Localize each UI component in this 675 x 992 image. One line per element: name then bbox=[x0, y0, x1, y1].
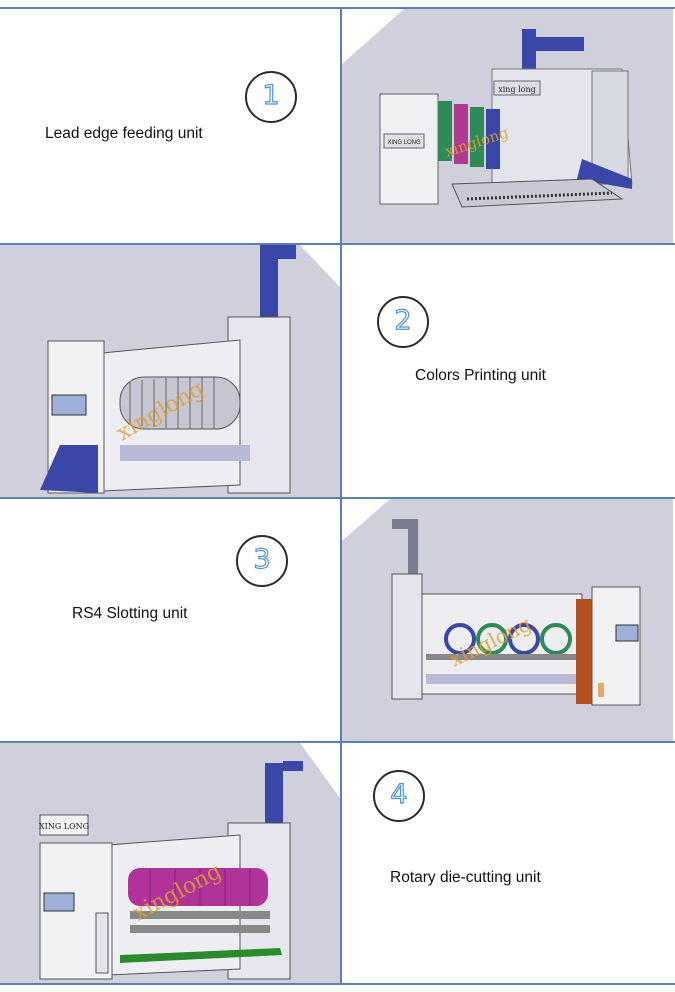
unit-1-text-cell: 1 Lead edge feeding unit bbox=[0, 9, 340, 243]
unit-2-number: 2 bbox=[394, 304, 412, 336]
unit-1-machine-image: xing long XING LONG xinglong bbox=[342, 9, 673, 243]
unit-4-machine-image: XING LONG xinglong bbox=[0, 743, 340, 983]
unit-2-text-cell: 2 Colors Printing unit bbox=[342, 245, 675, 497]
unit-3-number: 3 bbox=[253, 543, 271, 575]
unit-4-nameplate: XING LONG bbox=[39, 822, 89, 831]
grid-line-row2 bbox=[0, 497, 675, 499]
unit-4-number: 4 bbox=[390, 778, 408, 810]
unit-3-text-cell: 3 RS4 Slotting unit bbox=[0, 499, 340, 741]
grid-line-middle bbox=[340, 7, 342, 985]
unit-1-nameplate: xing long bbox=[498, 85, 536, 94]
unit-3-label: RS4 Slotting unit bbox=[72, 605, 188, 622]
unit-3-machine-image: xinglong bbox=[342, 499, 673, 741]
unit-2-machine-image: xinglong bbox=[0, 245, 340, 497]
grid-line-top bbox=[0, 7, 675, 9]
unit-3-number-badge: 3 bbox=[236, 535, 288, 587]
unit-4-text-cell: 4 Rotary die-cutting unit bbox=[342, 743, 675, 983]
unit-4-number-badge: 4 bbox=[373, 770, 425, 822]
unit-4-label: Rotary die-cutting unit bbox=[390, 869, 541, 886]
grid-line-bottom bbox=[0, 983, 675, 985]
unit-2-label: Colors Printing unit bbox=[415, 367, 546, 384]
unit-1-label: Lead edge feeding unit bbox=[45, 125, 203, 142]
unit-1-number-badge: 1 bbox=[245, 71, 297, 123]
grid-line-row1 bbox=[0, 243, 675, 245]
unit-1-panel-text: XING LONG bbox=[387, 140, 421, 146]
unit-2-number-badge: 2 bbox=[377, 296, 429, 348]
grid-line-row3 bbox=[0, 741, 675, 743]
unit-1-number: 1 bbox=[262, 79, 280, 111]
